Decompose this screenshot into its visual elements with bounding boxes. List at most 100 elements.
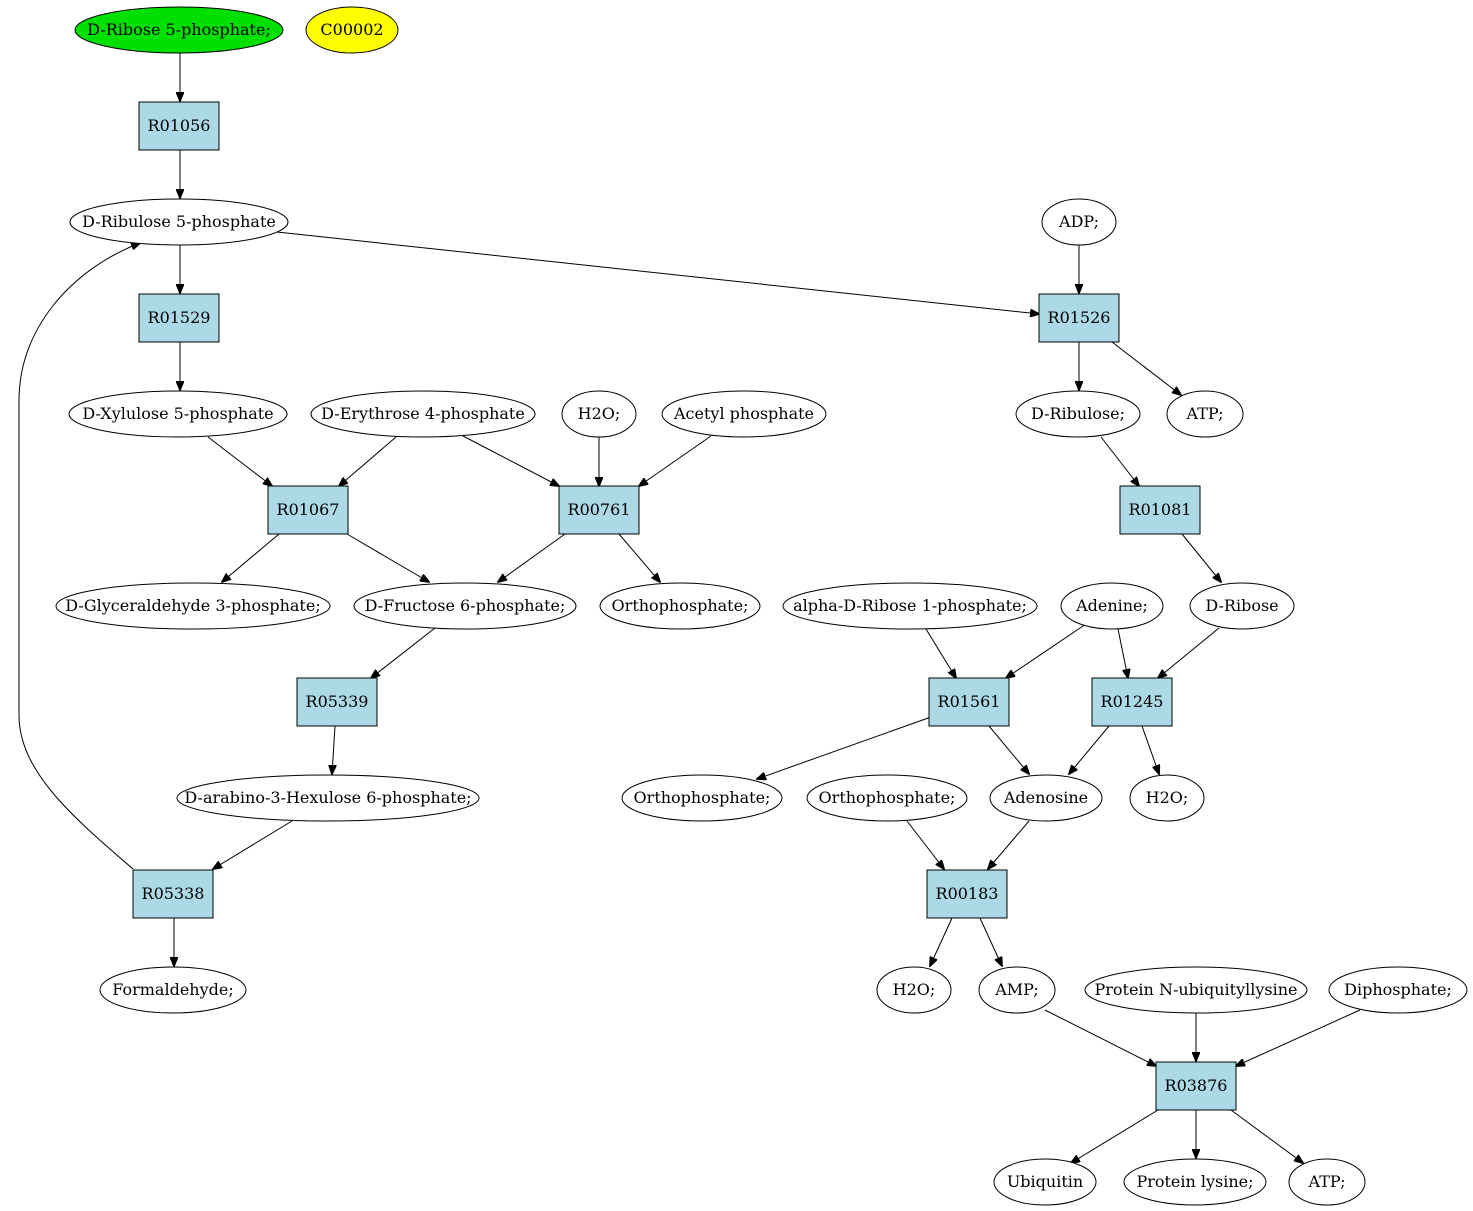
node-label: R01245 [1101,692,1164,711]
compound-node-h2o-1[interactable]: H2O; [561,390,637,438]
node-label: Protein lysine; [1136,1172,1253,1191]
compound-node-orthophosphate-1[interactable]: Orthophosphate; [599,582,761,630]
compound-shape [1166,390,1244,438]
compound-node-ribose[interactable]: D-Ribose [1189,582,1295,630]
compound-shape [876,966,952,1014]
compound-node-ribulose5p[interactable]: D-Ribulose 5-phosphate [69,198,289,246]
start-compound-shape [74,6,284,54]
compound-node-h2o-2[interactable]: H2O; [1129,774,1205,822]
compound-shape [661,390,827,438]
edge-adenosine-r00183 [988,820,1030,869]
edge-ribulose-r01081 [1100,436,1139,486]
reaction-node-r01081[interactable]: R01081 [1119,485,1201,535]
edge-r01526-atp1 [1111,341,1181,395]
compound-node-acetylp[interactable]: Acetyl phosphate [661,390,827,438]
reaction-node-r01529[interactable]: R01529 [138,293,220,343]
node-label: AMP; [994,980,1039,999]
compound-node-xylulose5p[interactable]: D-Xylulose 5-phosphate [68,390,288,438]
node-label: R00761 [568,500,631,519]
reaction-shape [1091,677,1173,727]
compound-shape [1015,390,1141,438]
edge-arabino3hexulose6p-r05338 [213,820,293,869]
compound-node-protein-lysine[interactable]: Protein lysine; [1123,1158,1267,1206]
reaction-shape [138,101,220,151]
compound-shape [1288,1158,1366,1206]
compound-node-ubiquitin[interactable]: Ubiquitin [993,1158,1097,1206]
compound-node-orthophosphate-2[interactable]: Orthophosphate; [621,774,783,822]
node-label: R01561 [938,692,1001,711]
compound-node-adenosine[interactable]: Adenosine [989,774,1103,822]
node-label: D-Ribulose; [1031,404,1125,423]
node-label: R01529 [148,308,211,327]
compound-shape [599,582,761,630]
reaction-node-r05339[interactable]: R05339 [296,677,378,727]
compound-node-erythrose4p[interactable]: D-Erythrose 4-phosphate [310,390,536,438]
compound-node-diphosphate[interactable]: Diphosphate; [1328,966,1468,1014]
node-label: ATP; [1186,404,1224,423]
compound-shape [621,774,783,822]
compound-shape [99,966,247,1014]
node-label: alpha-D-Ribose 1-phosphate; [793,596,1027,615]
compound-shape [69,198,289,246]
compound-node-adp[interactable]: ADP; [1041,198,1117,246]
node-label: H2O; [578,404,621,423]
node-label: Orthophosphate; [612,596,749,615]
node-label: D-Fructose 6-phosphate; [365,596,566,615]
compound-shape [1328,966,1468,1014]
node-label: R05339 [306,692,369,711]
compound-node-protein-n-ubiquityllysine[interactable]: Protein N-ubiquityllysine [1084,966,1308,1014]
nodes: D-Ribose 5-phosphate; C00002 R01056 D-Ri… [55,6,1468,1206]
reaction-node-r03876[interactable]: R03876 [1155,1061,1237,1111]
reaction-node-r01245[interactable]: R01245 [1091,677,1173,727]
edge-r00183-h2o3 [930,917,953,966]
edge-r03876-ubiquitin [1071,1109,1159,1163]
edge-r01245-h2o2 [1141,725,1159,774]
reaction-node-r05338[interactable]: R05338 [132,869,214,919]
node-label: H2O; [1146,788,1189,807]
compound-node-arabino3hexulose6p[interactable]: D-arabino-3-Hexulose 6-phosphate; [176,774,480,822]
edge-adenine-r01561 [1006,623,1087,678]
compound-node-adenine[interactable]: Adenine; [1060,582,1164,630]
compound-node-atp-1[interactable]: ATP; [1166,390,1244,438]
reaction-node-r00183[interactable]: R00183 [926,869,1008,919]
reaction-node-r01067[interactable]: R01067 [267,485,349,535]
node-label: ADP; [1058,212,1099,231]
compound-node-ribose5p[interactable]: D-Ribose 5-phosphate; [74,6,284,54]
edge-r05338-ribulose5p [18,243,140,870]
compound-shape [1123,1158,1267,1206]
node-label: R01067 [277,500,340,519]
edge-r01561-adenosine [988,725,1029,774]
compound-node-c00002[interactable]: C00002 [305,6,399,54]
node-label: Formaldehyde; [112,980,234,999]
reaction-shape [1155,1061,1237,1111]
compound-node-ribulose[interactable]: D-Ribulose; [1015,390,1141,438]
reaction-node-r01056[interactable]: R01056 [138,101,220,151]
node-label: Protein N-ubiquityllysine [1094,980,1297,999]
reaction-node-r01526[interactable]: R01526 [1038,293,1120,343]
edge-amp-r03876 [1044,1009,1156,1066]
reaction-node-r01561[interactable]: R01561 [928,677,1010,727]
compound-shape [353,582,577,630]
compound-node-alpharibose1p[interactable]: alpha-D-Ribose 1-phosphate; [782,582,1038,630]
compound-node-h2o-3[interactable]: H2O; [876,966,952,1014]
compound-node-orthophosphate-3[interactable]: Orthophosphate; [806,774,968,822]
compound-shape [176,774,480,822]
compound-node-formaldehyde[interactable]: Formaldehyde; [99,966,247,1014]
compound-node-glyceraldehyde3p[interactable]: D-Glyceraldehyde 3-phosphate; [55,582,331,630]
edge-ribulose5p-r01526 [276,231,1039,314]
compound-shape [1060,582,1164,630]
compound-node-fructose6p[interactable]: D-Fructose 6-phosphate; [353,582,577,630]
reaction-shape [1038,293,1120,343]
reaction-node-r00761[interactable]: R00761 [558,485,640,535]
compound-shape [782,582,1038,630]
compound-shape [1084,966,1308,1014]
compound-node-amp[interactable]: AMP; [978,966,1056,1014]
compound-shape [561,390,637,438]
edge-r00761-fructose6p [498,533,566,582]
edge-acetylp-r00761 [639,435,712,486]
node-label: Adenosine [1003,788,1088,807]
edge-r01245-adenosine [1069,725,1110,774]
compound-node-atp-2[interactable]: ATP; [1288,1158,1366,1206]
